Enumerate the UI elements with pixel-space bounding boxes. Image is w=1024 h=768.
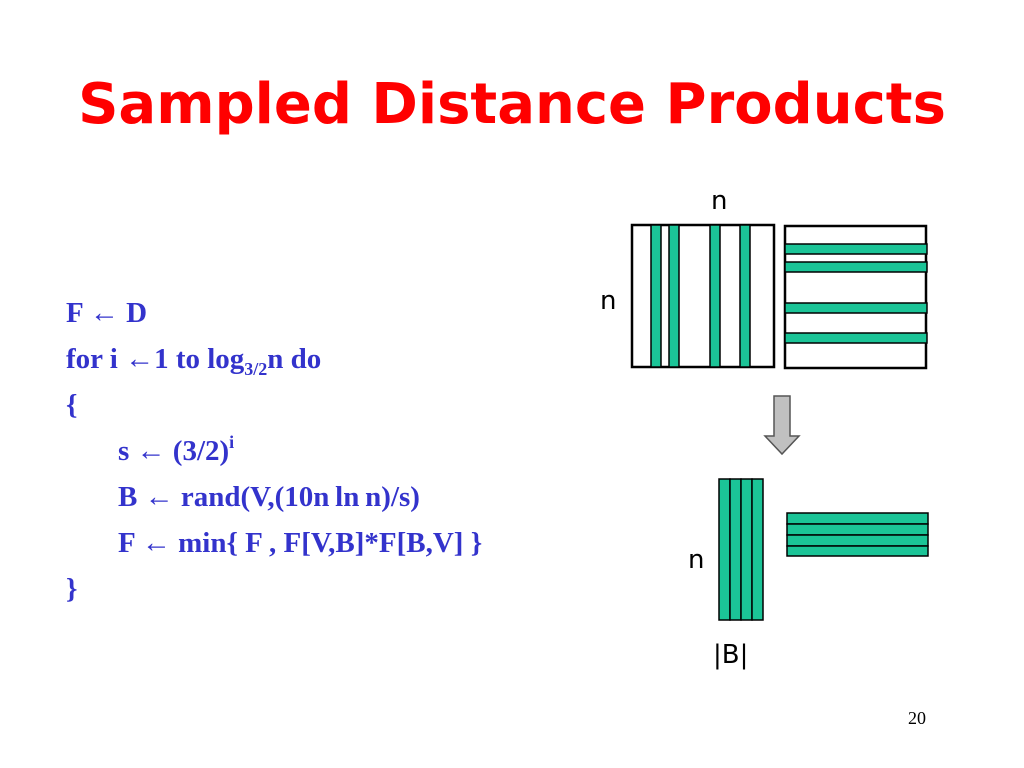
column-stripe xyxy=(709,224,721,368)
label-top-n: n xyxy=(711,186,727,216)
algorithm-pseudocode: F ← D for i ←1 to log3/2n do { s ← (3/2)… xyxy=(66,290,482,612)
label-left-n: n xyxy=(600,286,616,316)
left-arrow-icon: ← xyxy=(125,343,155,375)
code-line-7: } xyxy=(66,573,78,605)
exponent-superscript: i xyxy=(229,432,235,452)
label-B-size: |B| xyxy=(713,640,748,670)
matrix-columns-sampled xyxy=(630,223,776,369)
row-stripe xyxy=(784,332,928,344)
compressed-rows xyxy=(786,512,929,557)
page-number: 20 xyxy=(908,708,926,728)
column-stripe xyxy=(668,224,680,368)
left-arrow-icon: ← xyxy=(144,481,174,513)
row-stripe xyxy=(786,512,929,525)
code-line-2: for i ←1 to log3/2n do xyxy=(66,343,322,379)
row-stripe xyxy=(784,302,928,314)
compressed-columns xyxy=(718,478,764,621)
left-arrow-icon: ← xyxy=(141,527,171,559)
row-stripe xyxy=(784,261,928,273)
code-line-3: { xyxy=(66,389,78,421)
slide-title: Sampled Distance Products xyxy=(78,72,946,137)
matrix-rows-sampled xyxy=(783,224,928,370)
code-line-5: B ← rand(V,(10n ln n)/s) xyxy=(118,481,420,513)
column-stripe xyxy=(650,224,662,368)
row-stripe xyxy=(784,243,928,255)
log-base-subscript: 3/2 xyxy=(244,359,268,379)
row-stripe xyxy=(786,523,929,536)
down-arrow-icon xyxy=(763,395,801,456)
code-line-6: F ← min{ F , F[V,B]*F[B,V] } xyxy=(118,527,483,559)
row-stripe xyxy=(786,545,929,557)
left-arrow-icon: ← xyxy=(89,297,119,329)
column-stripe xyxy=(740,478,753,621)
label-bottom-n: n xyxy=(688,545,704,575)
column-stripe xyxy=(718,478,731,621)
left-arrow-icon: ← xyxy=(136,435,166,467)
column-stripe xyxy=(751,478,764,621)
code-line-1: F ← D xyxy=(66,297,148,329)
row-stripe xyxy=(786,534,929,547)
column-stripe xyxy=(729,478,742,621)
column-stripe xyxy=(739,224,751,368)
code-line-4: s ← (3/2)i xyxy=(118,432,235,467)
